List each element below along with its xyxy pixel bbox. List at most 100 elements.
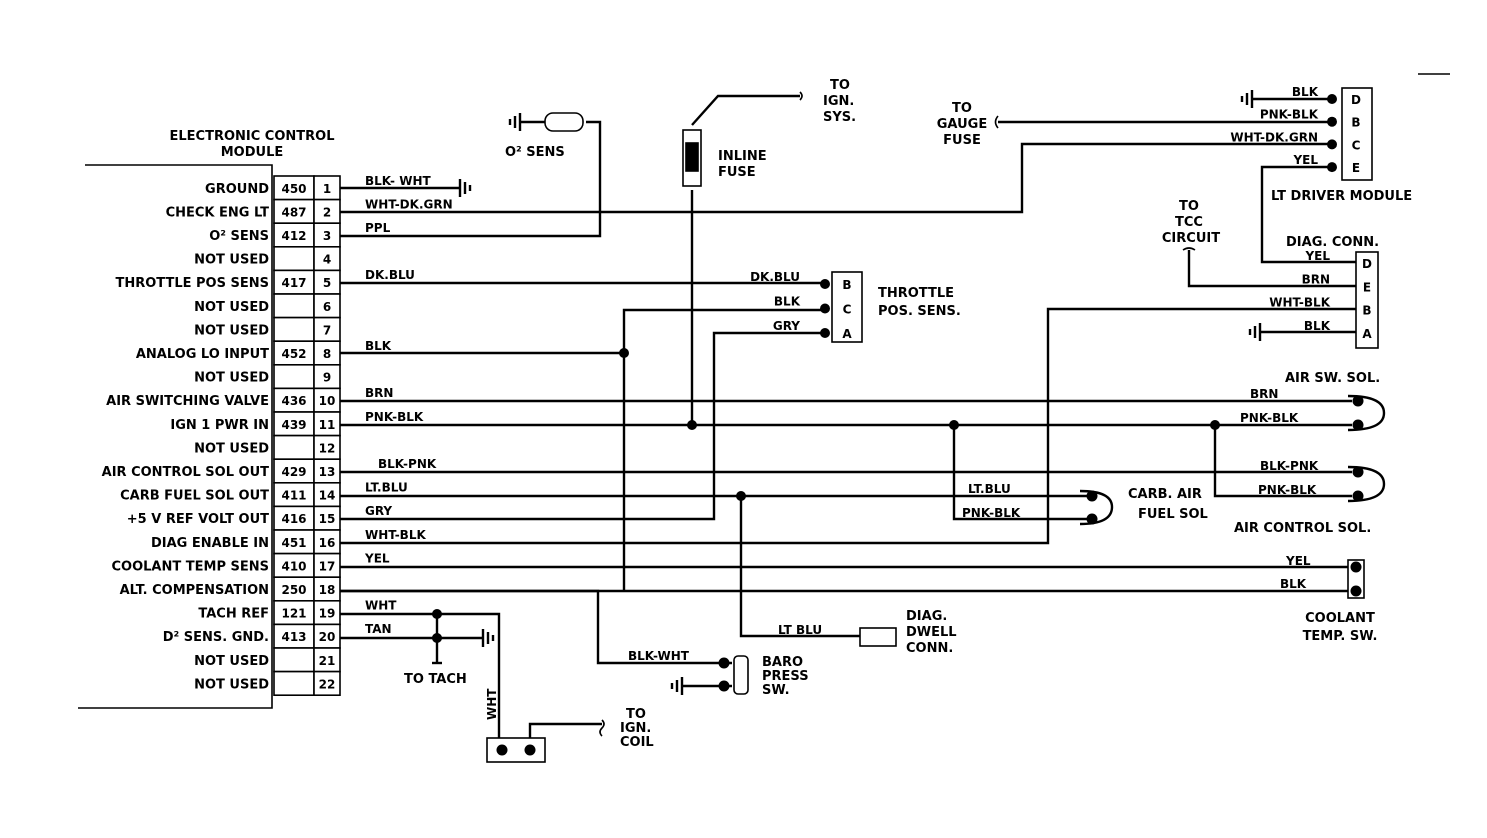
ecm-pin-number: 16: [319, 536, 336, 550]
diag-conn-wire-color: BRN: [1302, 272, 1330, 286]
lt-driver-wire-color: PNK-BLK: [1260, 108, 1319, 122]
ign-sys: TO IGN. SYS.: [799, 78, 856, 125]
lt-driver-wire-color: YEL: [1292, 153, 1318, 167]
ecm-pin-code: 250: [281, 583, 306, 597]
ecm-pin-label: D² SENS. GND.: [163, 630, 269, 645]
baro-pressure-switch: BLK-WHT BARO PRESS SW.: [628, 649, 809, 698]
ground-icon: [475, 629, 495, 647]
diag-dwell-connector: LT BLU DIAG. DWELL CONN.: [778, 609, 957, 656]
ecm-pin-code: 412: [281, 229, 306, 243]
tps-wire-color: GRY: [773, 319, 800, 333]
ecm-pin-label: O² SENS: [209, 229, 269, 244]
ecm-title-1: ELECTRONIC CONTROL: [170, 129, 335, 144]
ecm-pin-label: IGN 1 PWR IN: [170, 418, 269, 433]
ground-symbols: [452, 90, 1268, 695]
ecm-wire-color: BLK-PNK: [378, 457, 437, 471]
ign-coil-label-3: COIL: [620, 735, 654, 750]
air-control-sol-wire-2: PNK-BLK: [1258, 483, 1317, 497]
dwell-wire: LT BLU: [778, 623, 822, 637]
ecm-pin-number: 17: [319, 559, 336, 573]
diag-conn-title: DIAG. CONN.: [1286, 235, 1379, 250]
diag-conn-wire-color: YEL: [1304, 249, 1330, 263]
ecm-pin-label: NOT USED: [194, 677, 269, 692]
dwell-label-1: DIAG.: [906, 609, 947, 624]
lt-driver-pin-letter: E: [1352, 161, 1360, 175]
ecm-pin-number: 18: [319, 583, 336, 597]
ecm-wire-color: TAN: [365, 622, 392, 636]
inline-fuse-label-1: INLINE: [718, 149, 767, 164]
ecm-pin-number: 9: [323, 371, 331, 385]
lt-driver-pin-letter: B: [1351, 116, 1360, 130]
lt-driver-title: LT DRIVER MODULE: [1271, 189, 1412, 204]
ecm-wire-color: PPL: [365, 221, 391, 235]
gauge-fuse-label-3: FUSE: [943, 133, 981, 148]
tps-pin-letter: C: [843, 303, 852, 317]
air-control-sol-wire-1: BLK-PNK: [1260, 459, 1319, 473]
ecm-pin-code: 439: [281, 418, 306, 432]
ecm-pin-number: 13: [319, 465, 336, 479]
diag-conn-wire-color: WHT-BLK: [1269, 296, 1330, 310]
dwell-label-2: DWELL: [906, 625, 957, 640]
ecm-pin-number: 20: [319, 630, 336, 644]
ecm-pin-label: AIR SWITCHING VALVE: [106, 394, 269, 409]
ecm-pin-number: 6: [323, 300, 331, 314]
o2-sensor-label: O² SENS: [505, 145, 565, 160]
ecm-wire-color: DK.BLU: [365, 268, 415, 282]
ecm-pin-number: 3: [323, 229, 331, 243]
air-sw-sol-title: AIR SW. SOL.: [1285, 371, 1380, 386]
ign-sys-label-2: IGN.: [823, 94, 854, 109]
ecm-pin-number: 22: [319, 677, 336, 691]
ecm-pin-code: 452: [281, 347, 306, 361]
ecm-pin-code: 450: [281, 182, 306, 196]
tach-wire-label: WHT: [485, 688, 499, 720]
coolant-sw-label-1: COOLANT: [1305, 611, 1375, 626]
ecm-pin-label: TACH REF: [198, 607, 269, 622]
tps-wire-color: BLK: [774, 295, 801, 309]
tach: TO TACH WHT: [404, 672, 499, 720]
ecm-pin-label: NOT USED: [194, 253, 269, 268]
gauge-fuse-label-2: GAUGE: [937, 117, 987, 132]
gauge-fuse-label-1: TO: [952, 101, 972, 116]
ecm-pin-code: 413: [281, 630, 306, 644]
ign-sys-label-3: SYS.: [823, 110, 856, 125]
baro-label-2: PRESS: [762, 669, 809, 684]
ecm-pin-code: 411: [281, 489, 306, 503]
ecm-wire-color: PNK-BLK: [365, 410, 424, 424]
ecm-pin-label: THROTTLE POS SENS: [116, 276, 270, 291]
air-sw-sol-wire-1: BRN: [1250, 387, 1278, 401]
ecm-pin-label: DIAG ENABLE IN: [151, 536, 269, 551]
ecm-pin-number: 8: [323, 347, 331, 361]
tps-label-1: THROTTLE: [878, 286, 954, 301]
ecm-wire-color: LT.BLU: [365, 481, 408, 495]
ecm-pin-code: 416: [281, 512, 306, 526]
diag-conn-pin-letter: B: [1362, 304, 1371, 318]
ground-icon: [670, 677, 690, 695]
ecm-pin-number: 14: [319, 489, 336, 503]
ecm-pin-label: CARB FUEL SOL OUT: [120, 489, 269, 504]
baro-wire: BLK-WHT: [628, 649, 690, 663]
ecm-wire-color: WHT: [365, 599, 397, 613]
ecm-pin-code: 429: [281, 465, 306, 479]
ecm-pin-row: NOT USED 22: [194, 670, 341, 696]
carb-sol-label-1: CARB. AIR: [1128, 487, 1202, 502]
tcc-label-1: TO: [1179, 199, 1199, 214]
gauge-fuse: TO GAUGE FUSE: [937, 101, 999, 148]
o2-sensor: O² SENS: [505, 112, 584, 160]
ecm-pin-label: COOLANT TEMP SENS: [112, 559, 270, 574]
inline-fuse: INLINE FUSE: [682, 129, 767, 187]
